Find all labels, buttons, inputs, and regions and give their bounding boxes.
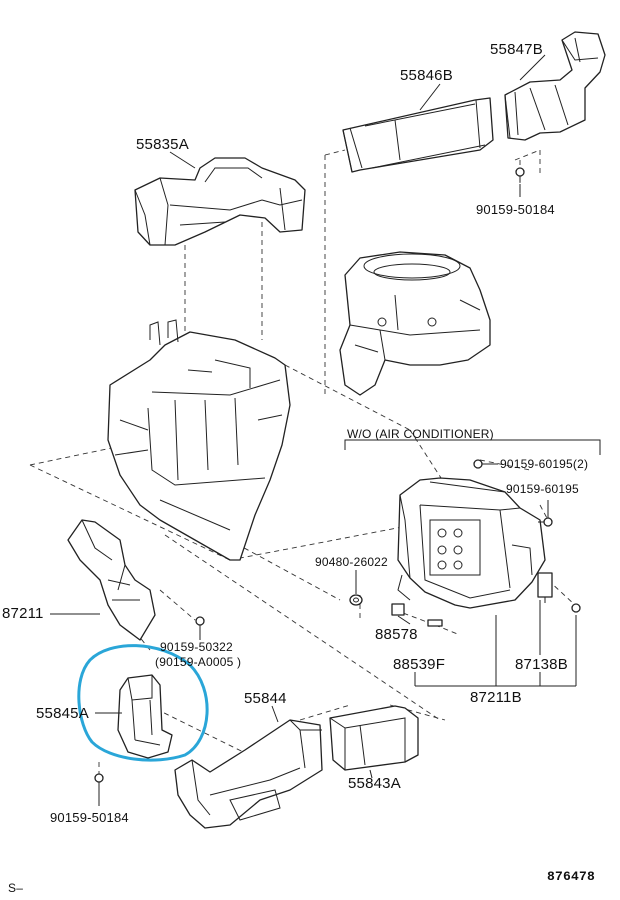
- label-90480-26022: 90480-26022: [315, 555, 388, 569]
- label-55843a: 55843A: [348, 775, 401, 792]
- label-88578: 88578: [375, 626, 418, 643]
- part-55835a-duct: [134, 157, 306, 246]
- group-bracket: [344, 439, 601, 455]
- label-55835a: 55835A: [136, 136, 189, 153]
- clip-87138B: [537, 572, 553, 603]
- highlight-circle: [77, 644, 209, 762]
- clip-88578: [391, 603, 405, 616]
- label-88539f: 88539F: [393, 656, 446, 673]
- part-55847b-duct: [504, 31, 606, 141]
- label-90159-60195: 90159-60195: [506, 482, 579, 496]
- grommet-90480-26022: [349, 594, 363, 606]
- label-55847b: 55847B: [490, 41, 543, 58]
- label-87211: 87211: [2, 605, 44, 622]
- bolt-87138B-side: [571, 603, 581, 613]
- part-55846b-duct: [342, 97, 494, 173]
- bolt-90159-50184-top: [515, 167, 525, 182]
- label-90159-50322: 90159-50322: [160, 640, 233, 654]
- label-87138b: 87138B: [515, 656, 568, 673]
- fasteners: [94, 167, 581, 790]
- label-90159-60195-2: 90159-60195(2): [500, 457, 589, 471]
- bolt-90159-50184-bot: [94, 773, 104, 790]
- part-blower-unit: [339, 251, 491, 396]
- part-heater-unit: [107, 319, 291, 561]
- part-55843a-duct: [329, 705, 419, 771]
- diagram-number: 876478: [547, 869, 596, 884]
- label-90159-50184-bot: 90159-50184: [50, 810, 129, 825]
- pin-88539F: [427, 619, 443, 627]
- part-55844-duct: [174, 719, 323, 829]
- corner-code-left: S–: [8, 881, 24, 895]
- label-55845a: 55845A: [36, 705, 89, 722]
- label-55846b: 55846B: [400, 67, 453, 84]
- group-header: W/O (AIR CONDITIONER): [347, 427, 494, 441]
- label-87211b: 87211B: [470, 689, 522, 706]
- bolt-90159-50322: [195, 616, 205, 632]
- label-90159-a0005: (90159-A0005 ): [155, 655, 242, 669]
- part-87211b-unit: [397, 477, 546, 609]
- part-55845a: [117, 674, 173, 759]
- label-55844: 55844: [244, 690, 287, 707]
- leader-lines: [50, 54, 577, 806]
- part-87211-bracket: [67, 519, 156, 641]
- label-90159-50184-top: 90159-50184: [476, 202, 555, 217]
